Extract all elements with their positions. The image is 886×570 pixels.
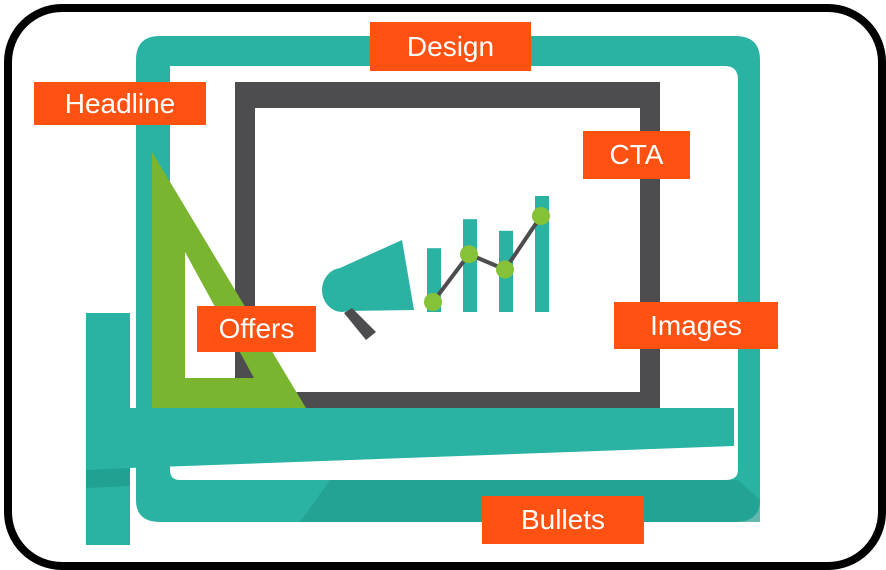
bar-chart-icon	[424, 196, 550, 312]
trend-line	[431, 214, 543, 304]
trend-point	[532, 207, 550, 225]
chart-bar	[463, 219, 477, 312]
offers-label: Offers	[197, 306, 316, 352]
chart-bar	[535, 196, 549, 312]
trend-point	[496, 260, 514, 279]
bullets-label: Bullets	[482, 496, 644, 544]
megaphone-icon	[322, 240, 414, 340]
set-square-icon	[152, 152, 306, 408]
design-label: Design	[370, 22, 531, 71]
t-square-ruler-icon	[86, 313, 734, 545]
images-label: Images	[614, 302, 778, 349]
trend-point	[424, 293, 442, 311]
headline-label: Headline	[34, 82, 206, 125]
cta-label: CTA	[583, 131, 690, 179]
trend-point	[460, 245, 478, 264]
